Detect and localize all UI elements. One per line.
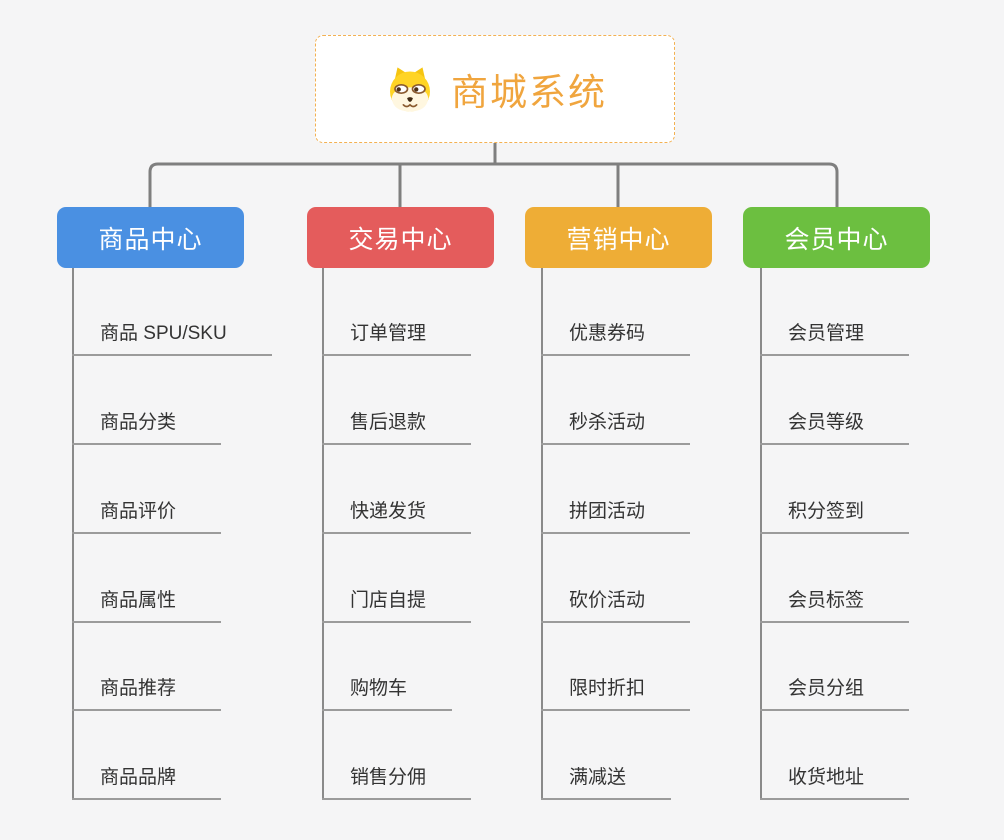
branch-label: 交易中心 <box>348 225 453 254</box>
leaf-node-member-tag[interactable]: 会员标签 <box>760 577 910 623</box>
leaf-node-member-level[interactable]: 会员等级 <box>760 399 910 445</box>
branch-node-marketing-center[interactable]: 营销中心 <box>525 207 712 268</box>
leaf-node-product-recommend[interactable]: 商品推荐 <box>72 665 222 711</box>
leaf-node-full-reduction[interactable]: 满减送 <box>541 754 672 800</box>
leaf-node-limited-time-discount[interactable]: 限时折扣 <box>541 665 691 711</box>
dog-face-icon <box>390 67 430 112</box>
leaf-node-flash-sale[interactable]: 秒杀活动 <box>541 399 691 445</box>
leaf-node-member-group[interactable]: 会员分组 <box>760 665 910 711</box>
leaf-node-order-management[interactable]: 订单管理 <box>322 310 472 356</box>
leaf-node-bargain-activity[interactable]: 砍价活动 <box>541 577 691 623</box>
leaf-node-store-pickup[interactable]: 门店自提 <box>322 577 472 623</box>
branch-label: 会员中心 <box>784 225 889 254</box>
leaf-node-product-category[interactable]: 商品分类 <box>72 399 222 445</box>
branch-node-product-center[interactable]: 商品中心 <box>57 207 244 268</box>
leaf-node-product-spu-sku[interactable]: 商品 SPU/SKU <box>72 310 272 356</box>
leaf-node-express-delivery[interactable]: 快递发货 <box>322 488 472 534</box>
branch-label: 营销中心 <box>566 225 671 254</box>
branch-label: 商品中心 <box>98 225 203 254</box>
root-node-mall-system[interactable]: 商城系统 <box>315 35 675 143</box>
root-title: 商城系统 <box>451 72 607 113</box>
leaf-node-coupon-code[interactable]: 优惠券码 <box>541 310 691 356</box>
leaf-node-shopping-cart[interactable]: 购物车 <box>322 665 453 711</box>
leaf-node-product-attribute[interactable]: 商品属性 <box>72 577 222 623</box>
branch-node-member-center[interactable]: 会员中心 <box>743 207 930 268</box>
leaf-node-group-buy[interactable]: 拼团活动 <box>541 488 691 534</box>
leaf-node-aftersale-refund[interactable]: 售后退款 <box>322 399 472 445</box>
leaf-node-points-checkin[interactable]: 积分签到 <box>760 488 910 534</box>
leaf-node-product-review[interactable]: 商品评价 <box>72 488 222 534</box>
leaf-node-member-management[interactable]: 会员管理 <box>760 310 910 356</box>
branch-node-trade-center[interactable]: 交易中心 <box>307 207 494 268</box>
leaf-node-sales-commission[interactable]: 销售分佣 <box>322 754 472 800</box>
leaf-node-product-brand[interactable]: 商品品牌 <box>72 754 222 800</box>
leaf-node-shipping-address[interactable]: 收货地址 <box>760 754 910 800</box>
